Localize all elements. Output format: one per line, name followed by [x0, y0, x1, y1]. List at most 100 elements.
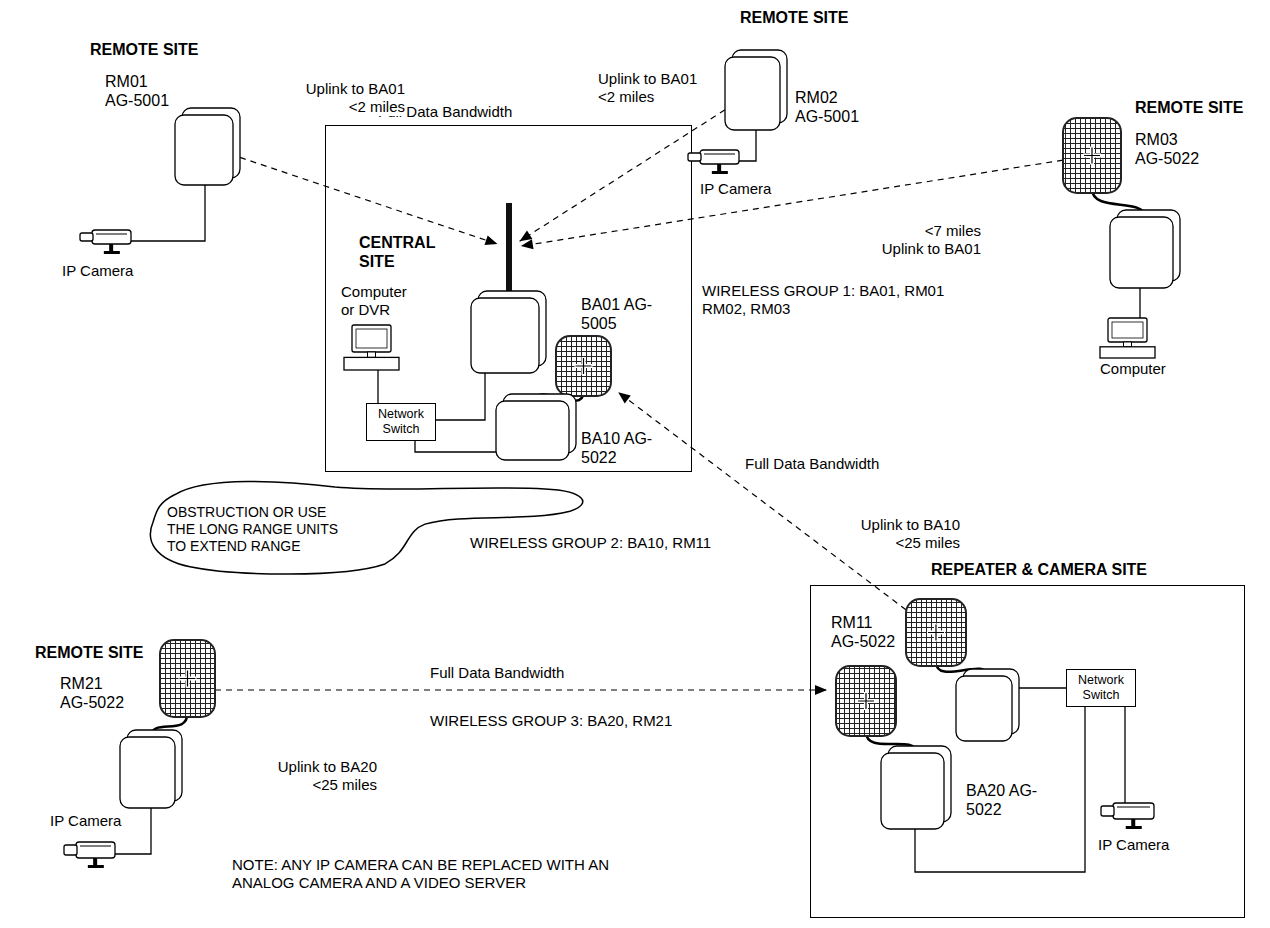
radio-unit-front: [175, 115, 233, 185]
link-label: Uplink to BA10 <25 miles: [850, 516, 960, 552]
camera-node: IP Camera: [48, 812, 138, 874]
site-heading: REMOTE SITE: [35, 643, 143, 662]
dish-feed-ground: [179, 670, 197, 688]
camera-mount: [1131, 819, 1135, 827]
whip-antenna: [506, 203, 512, 293]
dashed-link-line: [618, 392, 906, 610]
link-label: <7 miles Uplink to BA01: [880, 222, 981, 258]
node-label: Computer or DVR: [341, 283, 416, 319]
radio-unit-front: [956, 676, 1012, 741]
computer-icon: [344, 325, 399, 370]
dashed-link-line: [520, 110, 725, 241]
dashed-link-line: [521, 160, 1063, 246]
site-heading: REPEATER & CAMERA SITE: [931, 560, 1147, 579]
radio-unit-front: [496, 401, 569, 460]
radio-node: REMOTE SITE RM02 AG-5001: [690, 8, 870, 133]
camera-lens: [80, 233, 93, 241]
dish-reflector: [836, 666, 896, 736]
site-heading: REMOTE SITE: [90, 40, 198, 59]
radio-node: BA20 AG-5022: [834, 663, 1044, 838]
arrow-head: [618, 392, 631, 403]
site-heading: CENTRAL SITE: [359, 233, 441, 271]
annotation-text: Full Data Bandwidth: [745, 455, 879, 473]
monitor: [1108, 318, 1147, 342]
camera-stripe: [1117, 807, 1150, 808]
radio-unit: [956, 669, 1019, 741]
arrow-head: [520, 231, 533, 242]
node-label: RM02 AG-5001: [795, 88, 867, 126]
network-switch: Network Switch: [1066, 669, 1136, 707]
wireless-link: [521, 160, 1063, 249]
link-label: Uplink to BA01 <2 miles: [290, 80, 405, 116]
radio-unit: [1110, 210, 1180, 288]
site-heading: REMOTE SITE: [740, 8, 848, 27]
computer-base: [1100, 347, 1155, 358]
camera-mount: [109, 244, 113, 252]
site-boundary: CENTRAL SITEBA01 AG-5005Computer or DVRN…: [325, 125, 692, 472]
cable-link: [1019, 688, 1066, 689]
link-label: Uplink to BA20 <25 miles: [262, 758, 377, 794]
dish-feed-ground: [857, 692, 875, 710]
dish-reflector: [1063, 118, 1121, 193]
cable-link: [739, 130, 756, 161]
wireless-link: [215, 685, 827, 695]
node-label: OBSTRUCTION OR USE THE LONG RANGE UNITS …: [167, 504, 352, 554]
monitor-neck: [1124, 342, 1132, 347]
node-label: BA20 AG-5022: [966, 781, 1038, 819]
wire-line: [1139, 288, 1140, 318]
radio-unit-front: [1110, 217, 1173, 288]
computer-icon: [1100, 318, 1155, 358]
radio-unit: [120, 730, 182, 808]
ip-camera-icon: [64, 842, 115, 868]
network-switch: Network Switch: [366, 403, 436, 441]
computer-node: Computer: [1100, 316, 1190, 378]
dish-feed-ground: [1083, 147, 1101, 165]
camera-node: IP Camera: [58, 225, 148, 283]
grid-dish-antenna: [1063, 118, 1121, 193]
radio-node: REMOTE SITERM03 AG-5022: [1055, 98, 1255, 293]
ip-camera-icon: [1101, 803, 1154, 829]
arrow-head: [815, 685, 827, 695]
annotation-text: NOTE: ANY IP CAMERA CAN BE REPLACED WITH…: [232, 856, 617, 892]
camera-mount: [93, 858, 97, 866]
monitor: [352, 325, 391, 352]
camera-node: IP Camera: [1096, 796, 1191, 861]
ip-camera-icon: [80, 230, 131, 254]
dashed-link-line: [215, 689, 827, 690]
link-label: Uplink to BA01 <2 miles: [598, 70, 713, 106]
camera-stripe: [80, 846, 111, 847]
grid-dish-antenna: [556, 336, 611, 396]
grid-dish-antenna: [836, 666, 896, 736]
wire-line: [739, 130, 756, 161]
radio-unit-front: [120, 737, 175, 808]
camera-base: [104, 251, 120, 254]
radio-node: REMOTE SITERM21 AG-5022: [30, 638, 220, 813]
dashed-link-line: [240, 157, 498, 244]
wire-line: [436, 373, 485, 420]
switch-label: Network Switch: [1071, 673, 1131, 703]
camera-lens: [1101, 806, 1114, 816]
dish-feed: [858, 693, 874, 709]
wireless-link: [520, 110, 725, 241]
node-illustration: [834, 663, 1044, 838]
annotation-text: WIRELESS GROUP 1: BA01, RM01 RM02, RM03: [702, 282, 957, 318]
radio-unit-front: [725, 57, 780, 130]
camera-stripe: [704, 154, 735, 155]
wire-line: [415, 441, 496, 452]
dish-feed: [180, 671, 196, 687]
site-heading: REMOTE SITE: [1135, 98, 1243, 117]
camera-body: [700, 150, 739, 164]
camera-body: [76, 842, 115, 858]
ip-camera-icon: [688, 150, 739, 174]
cable-link: [415, 441, 496, 452]
dish-reflector: [556, 336, 611, 396]
screen: [356, 329, 387, 348]
radio-unit: [496, 394, 576, 460]
camera-lens: [688, 153, 701, 161]
annotation-text: WIRELESS GROUP 2: BA10, RM11: [470, 534, 711, 552]
node-label: IP Camera: [700, 180, 771, 198]
monitor-neck: [368, 352, 376, 357]
cloud-outline: [150, 481, 582, 574]
camera-mount: [717, 164, 721, 172]
dish-feed: [1084, 148, 1100, 164]
